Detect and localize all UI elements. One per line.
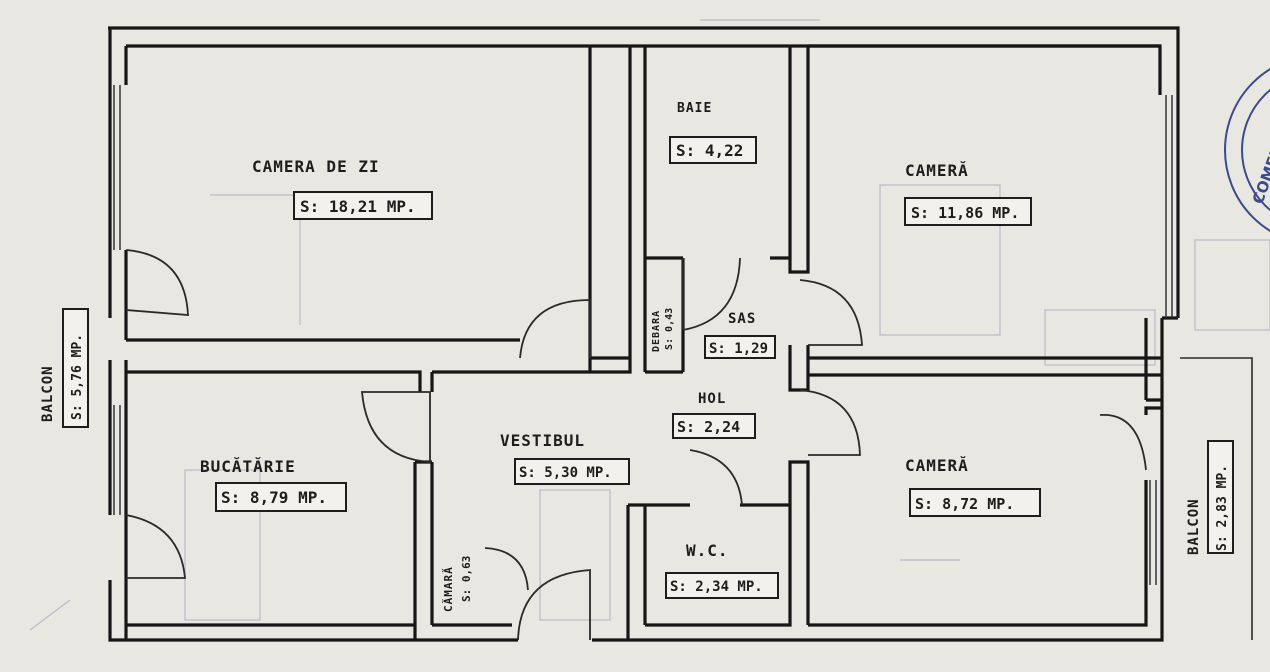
area-box-balcon-2: [1207, 440, 1234, 554]
area-box-camera-1: [904, 197, 1032, 226]
doors: [125, 249, 1253, 641]
room-label-wc: W.C.: [686, 541, 729, 560]
room-label-vestibul: VESTIBUL: [500, 431, 585, 450]
room-label-camera-de-zi: CAMERA DE ZI: [252, 157, 380, 176]
area-box-wc: [665, 572, 779, 599]
area-box-vestibul: [514, 458, 630, 485]
room-labels: CAMERA DE ZI S: 18,21 MP. BAIE S: 4,22 C…: [40, 101, 1234, 612]
area-debara: S: 0,43: [664, 308, 675, 350]
area-camera-1: S: 11,86 MP.: [911, 204, 1019, 222]
area-box-camera-2: [909, 488, 1041, 517]
room-label-sas: SAS: [728, 311, 756, 327]
area-box-camera-de-zi: [293, 191, 433, 220]
area-box-bucatarie: [215, 482, 347, 512]
room-label-camera-2: CAMERĂ: [905, 456, 969, 475]
room-label-balcon-2: BALCON: [1186, 498, 1202, 555]
area-box-hol: [672, 413, 756, 439]
room-label-camara: CĂMARĂ: [442, 566, 455, 612]
windows: [113, 85, 1173, 585]
area-box-sas: [704, 335, 776, 359]
area-hol: S: 2,24: [677, 418, 740, 436]
area-sas: S: 1,29: [709, 341, 768, 357]
area-box-balcon-1: [62, 308, 89, 428]
area-vestibul: S: 5,30 MP.: [519, 465, 612, 481]
area-wc: S: 2,34 MP.: [670, 579, 763, 595]
room-label-debara: DEBARA: [651, 310, 662, 352]
area-camera-de-zi: S: 18,21 MP.: [300, 197, 416, 216]
walls: [108, 26, 1180, 642]
room-label-balcon-1: BALCON: [40, 365, 56, 422]
area-baie: S: 4,22: [676, 141, 743, 160]
room-label-bucatarie: BUCĂTĂRIE: [200, 457, 296, 476]
room-label-baie: BAIE: [677, 101, 712, 116]
room-label-hol: HOL: [698, 391, 726, 407]
area-balcon-2: S: 2,83 MP.: [1215, 465, 1230, 551]
area-camera-2: S: 8,72 MP.: [915, 495, 1014, 513]
area-balcon-1: S: 5,76 MP.: [70, 334, 85, 420]
area-camara: S: 0,63: [460, 556, 473, 602]
area-bucatarie: S: 8,79 MP.: [221, 488, 327, 507]
room-label-camera-1: CAMERĂ: [905, 161, 969, 180]
area-box-baie: [669, 136, 757, 164]
